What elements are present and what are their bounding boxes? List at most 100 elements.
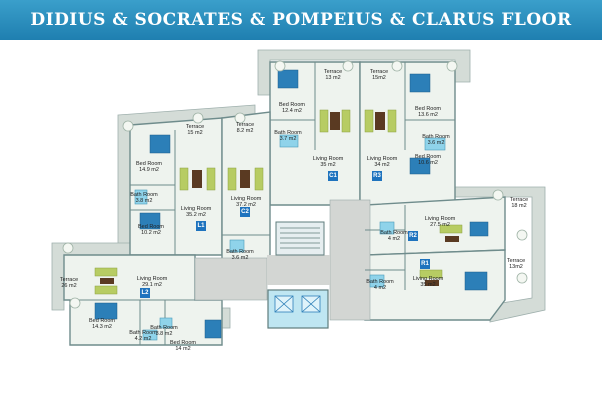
room-name: Bath Room	[366, 279, 394, 285]
room-area: 14.9 m2	[139, 167, 159, 173]
bath-fixtures	[134, 134, 446, 341]
room-area: 15 m2	[187, 130, 203, 136]
unit-badge-r2: R2	[408, 231, 418, 241]
room-area: 4.2 m2	[134, 336, 152, 342]
room-area: 13.6 m2	[418, 112, 438, 118]
room-name: Bath Room	[130, 192, 158, 198]
room-area: 34 m2	[374, 162, 390, 168]
unit-badge-r1: R1	[420, 259, 430, 269]
room-name: Bed Room	[415, 154, 441, 160]
room-area: 4 m2	[373, 285, 387, 291]
room-name: Bath Room	[422, 134, 450, 140]
room-name: Terrace	[369, 69, 389, 75]
room-name: Bath Room	[380, 230, 408, 236]
room-name: Living Room	[366, 156, 398, 162]
room-area: 15m2	[372, 75, 386, 81]
room-area: 10.2 m2	[141, 230, 161, 236]
room-area: 8.2 m2	[236, 128, 254, 134]
unit-badge-l2: L2	[140, 288, 150, 298]
room-area: 3.8 m2	[155, 331, 173, 337]
room-name: Living Room	[424, 216, 456, 222]
beds	[94, 69, 489, 339]
room-area: 10.6 m2	[418, 160, 438, 166]
page-title: DIDIUS & SOCRATES & POMPEIUS & CLARUS FL…	[30, 10, 572, 70]
room-area: 26 m2	[61, 283, 77, 289]
room-area: 18 m2	[511, 203, 527, 209]
room-area: 12.4 m2	[282, 108, 302, 114]
room-area: 35 m2	[420, 282, 436, 288]
room-area: 27.5 m2	[430, 222, 450, 228]
room-name: Terrace	[506, 258, 526, 264]
room-name: Bed Room	[138, 224, 164, 230]
room-area: 3.6 m2	[427, 140, 445, 146]
stairs	[275, 221, 325, 256]
room-area: 37.2 m2	[236, 202, 256, 208]
room-area: 29.1 m2	[142, 282, 162, 288]
stair-steps	[280, 227, 320, 249]
room-area: 14 m2	[175, 346, 191, 352]
room-name: Terrace	[59, 277, 79, 283]
floor-plan-drawing	[51, 49, 546, 346]
terrace-plants	[62, 60, 528, 309]
room-name: Living Room	[180, 206, 212, 212]
room-name: Bath Room	[150, 325, 178, 331]
room-name: Living Room	[230, 196, 262, 202]
sofas	[94, 109, 463, 295]
room-area: 13m2	[509, 264, 523, 270]
room-name: Living Room	[412, 276, 444, 282]
room-name: Bath Room	[129, 330, 157, 336]
corridor-center	[329, 199, 371, 321]
room-area: 3.6 m2	[231, 255, 249, 261]
unit-badge-r3: R3	[372, 171, 382, 181]
room-name: Bath Room	[226, 249, 254, 255]
room-area: 13 m2	[325, 75, 341, 81]
room-name: Bed Room	[136, 161, 162, 167]
corridor-link	[267, 255, 330, 285]
room-area: 3.8 m2	[135, 198, 153, 204]
room-name: Bed Room	[415, 106, 441, 112]
terrace-top-right	[257, 49, 471, 96]
room-name: Living Room	[136, 276, 168, 282]
room-area: 3.7 m2	[279, 136, 297, 142]
unit-badge-c1: C1	[328, 171, 338, 181]
unit-badge-c2: C2	[240, 207, 250, 217]
elevator-cars	[274, 295, 321, 313]
room-area: 14.3 m2	[92, 324, 112, 330]
unit-badge-l1: L1	[196, 221, 206, 231]
corridor-left	[194, 257, 268, 301]
room-area: 35 m2	[320, 162, 336, 168]
tables	[100, 112, 459, 286]
core	[194, 199, 371, 329]
room-name: Terrace	[509, 197, 529, 203]
room-name: Bed Room	[279, 102, 305, 108]
room-name: Bed Room	[170, 340, 196, 346]
